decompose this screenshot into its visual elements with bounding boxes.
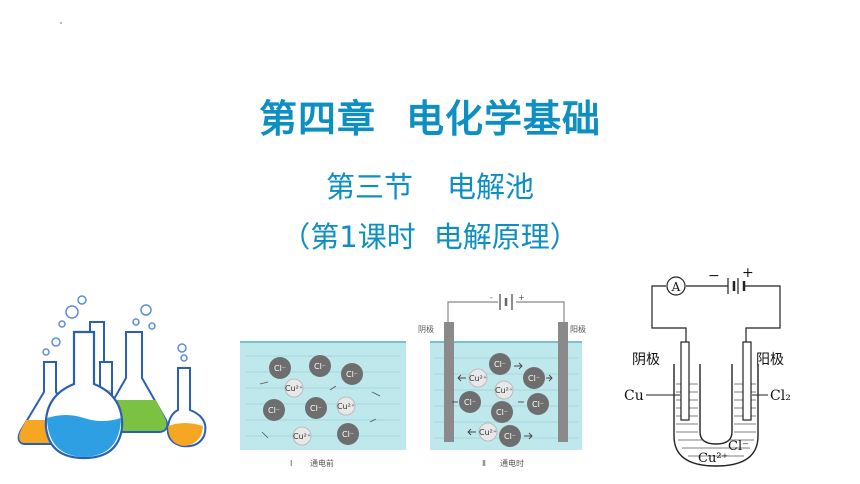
- decorative-dot: [60, 22, 62, 24]
- ion2-cl-4: Cl⁻: [491, 401, 513, 423]
- flask-illustration-icon: [17, 295, 207, 460]
- ion-cl-3: Cl⁻: [341, 363, 363, 385]
- lesson-number: 第1课时: [310, 220, 416, 254]
- lesson-open-paren: （: [281, 220, 311, 254]
- ion-cu-3: Cu²⁺: [292, 426, 312, 446]
- svg-text:Cl⁻: Cl⁻: [268, 406, 280, 415]
- chapter-number: 第四章: [258, 97, 376, 141]
- svg-text:Cl⁻: Cl⁻: [342, 430, 354, 439]
- svg-text:Cl⁻: Cl⁻: [528, 374, 540, 383]
- svg-text:Cu²⁺: Cu²⁺: [479, 428, 497, 437]
- svg-text:Cl⁻: Cl⁻: [346, 370, 358, 379]
- ion-cl-5: Cl⁻: [305, 397, 327, 419]
- ion2-cu-2: Cu²⁺: [494, 380, 514, 400]
- svg-text:Cu²⁺: Cu²⁺: [495, 386, 513, 395]
- lesson-name: 电解原理: [433, 220, 550, 254]
- battery2-minus: -: [490, 293, 493, 302]
- ammeter-icon: [666, 276, 686, 296]
- svg-text:Cu²⁺: Cu²⁺: [293, 432, 311, 441]
- figure3-cl-ion: Cl⁻: [728, 439, 749, 454]
- figure3-cathode-label: 阴极: [632, 352, 660, 368]
- chapter-title: 第四章电化学基础: [0, 88, 860, 143]
- figure2-caption-text: 通电时: [500, 458, 524, 468]
- ion-cl-6: Cl⁻: [337, 423, 359, 445]
- chapter-name: 电化学基础: [406, 97, 602, 141]
- figure-during-electrolysis: - + 阴极 阳极 Cl⁻ Cu²⁺ Cl⁻ Cl⁻ Cu²⁺ Cl⁻ Cl⁻ …: [418, 293, 586, 468]
- figure2-caption-num: Ⅱ: [482, 459, 486, 468]
- ion2-cu-1: Cu²⁺: [468, 368, 488, 388]
- figure2-anode-label: 阳极: [570, 324, 586, 334]
- lesson-close-paren: ）: [549, 220, 579, 254]
- section-title: 第三节电解池: [0, 164, 860, 206]
- ion-cu-1: Cu²⁺: [284, 378, 304, 398]
- section-name: 电解池: [447, 170, 535, 204]
- svg-text:A: A: [671, 280, 681, 294]
- ion2-cl-6: Cl⁻: [499, 425, 521, 447]
- ion-cl-1: Cl⁻: [269, 357, 291, 379]
- svg-text:Cl⁻: Cl⁻: [314, 362, 326, 371]
- section-number: 第三节: [325, 170, 413, 204]
- svg-text:Cu²⁺: Cu²⁺: [285, 384, 303, 393]
- svg-text:Cu²⁺: Cu²⁺: [469, 374, 487, 383]
- svg-text:Cl⁻: Cl⁻: [504, 432, 516, 441]
- ion-cl-4: Cl⁻: [263, 399, 285, 421]
- figure-u-tube-electrolysis: A − + 阴极 阳极 Cu Cl₂ Cu²⁺ Cl⁻: [624, 268, 791, 467]
- figure-before-electrolysis: Cl⁻ Cl⁻ Cl⁻ Cu²⁺ Cl⁻ Cl⁻ Cu²⁺ Cu²⁺ Cl⁻ Ⅰ…: [240, 341, 406, 468]
- ion-cl-2: Cl⁻: [309, 355, 331, 377]
- ion2-cu-3: Cu²⁺: [478, 422, 498, 442]
- svg-text:Cl⁻: Cl⁻: [310, 404, 322, 413]
- ion2-cl-1: Cl⁻: [489, 353, 511, 375]
- ion2-cl-5: Cl⁻: [527, 393, 549, 415]
- svg-text:Cl⁻: Cl⁻: [274, 364, 286, 373]
- figure3-cu-ion: Cu²⁺: [698, 451, 728, 466]
- battery2-plus: +: [518, 293, 525, 302]
- figure3-cl2-label: Cl₂: [770, 388, 791, 404]
- svg-text:Cl⁻: Cl⁻: [494, 360, 506, 369]
- figure3-anode-label: 阳极: [756, 352, 784, 368]
- svg-text:Cl⁻: Cl⁻: [496, 408, 508, 417]
- ion2-cl-3: Cl⁻: [459, 391, 481, 413]
- figure1-caption-num: Ⅰ: [290, 459, 292, 468]
- ion-cu-2: Cu²⁺: [336, 396, 356, 416]
- svg-text:Cu²⁺: Cu²⁺: [337, 402, 355, 411]
- svg-text:Cl⁻: Cl⁻: [464, 398, 476, 407]
- figure2-cathode-label: 阴极: [418, 324, 434, 334]
- figure1-caption-text: 通电前: [310, 458, 334, 468]
- battery3-minus: −: [708, 268, 720, 284]
- figure3-cu-label: Cu: [624, 388, 644, 404]
- ion2-cl-2: Cl⁻: [523, 367, 545, 389]
- lesson-title: （第1课时电解原理）: [0, 214, 860, 256]
- svg-text:Cl⁻: Cl⁻: [532, 400, 544, 409]
- battery3-plus: +: [742, 268, 754, 281]
